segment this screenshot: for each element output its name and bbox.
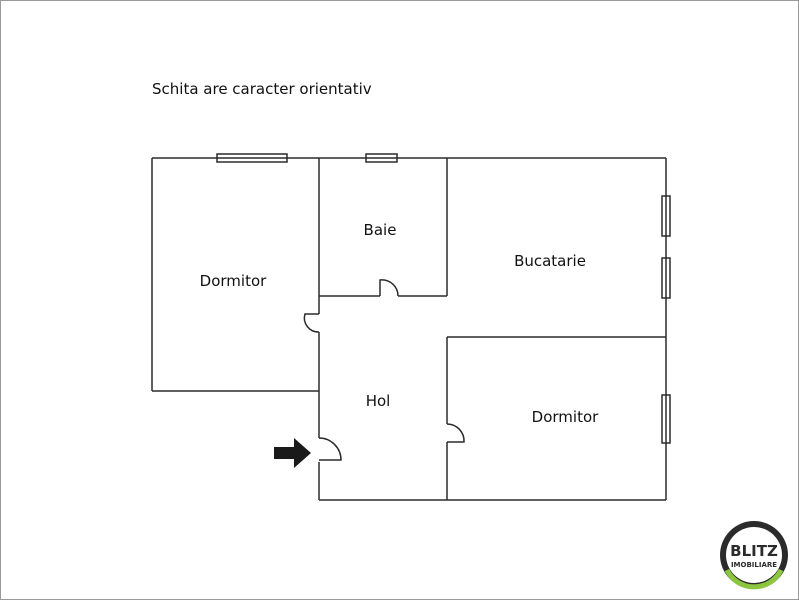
orientation-note: Schita are caracter orientativ [152,80,372,98]
door-swing [446,423,465,443]
room-label-bucatarie: Bucatarie [514,252,586,270]
logo-inner [726,527,782,583]
door-swing [379,279,399,297]
room-label-dormitor-right: Dormitor [532,408,599,426]
logo-tagline: IMOBILIARE [731,561,777,569]
room-label-hol: Hol [366,392,391,410]
room-label-baie: Baie [364,221,397,239]
blitz-imobiliare-logo: BLITZ IMOBILIARE [720,521,788,590]
entrance-arrow-icon [274,438,311,468]
door-swing [303,313,320,333]
logo-accent-arc [724,568,784,590]
door-swing [318,437,342,461]
room-label-dormitor-left: Dormitor [200,272,267,290]
logo-name: BLITZ [730,542,778,560]
